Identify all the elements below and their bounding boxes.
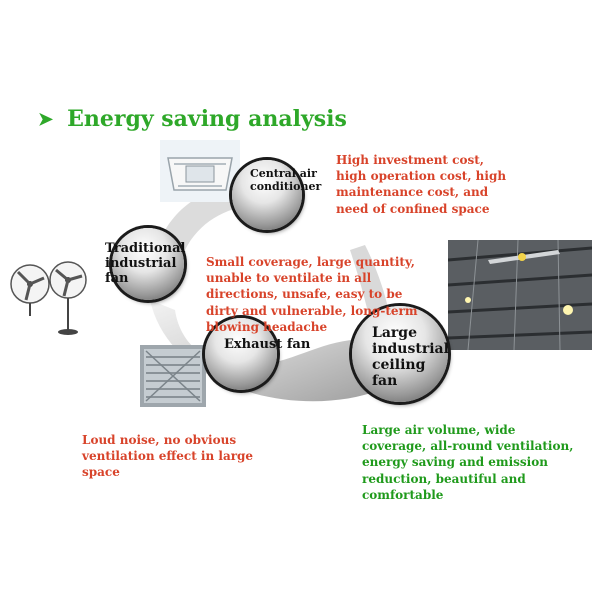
bullet-arrow-icon: ➤ xyxy=(38,108,54,130)
pedestal-fans-image xyxy=(10,261,87,335)
central-air-description: High investment cost, high operation cos… xyxy=(336,153,507,216)
central-air-label: Central air conditioner xyxy=(250,167,322,193)
traditional-fan-description: Small coverage, large quantity, unable t… xyxy=(206,255,418,334)
exhaust-fan-node xyxy=(205,318,277,390)
ceiling-fan-label: Large industrial ceiling fan xyxy=(372,325,449,390)
traditional-fan-label: Traditional industrial fan xyxy=(105,241,186,286)
ceiling-fan-description: Large air volume, wide coverage, all-rou… xyxy=(362,423,574,502)
exhaust-fan-label: Exhaust fan xyxy=(224,337,311,352)
central-air-node xyxy=(232,160,302,230)
exhaust-fan-description: Loud noise, no obvious ventilation effec… xyxy=(82,433,254,480)
central-air-unit-image xyxy=(160,140,240,202)
ceiling-fan-node xyxy=(352,306,448,402)
title-text: Energy saving analysis xyxy=(67,106,347,132)
warehouse-ceiling-fan-image xyxy=(448,240,592,350)
exhaust-fan-image xyxy=(140,345,206,407)
slide-title: ➤ Energy saving analysis xyxy=(38,106,347,132)
traditional-fan-node xyxy=(112,228,184,300)
